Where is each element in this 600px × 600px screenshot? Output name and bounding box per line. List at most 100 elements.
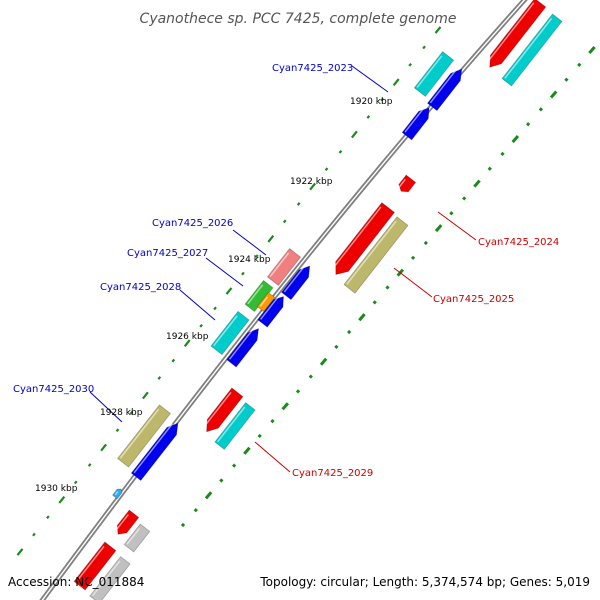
gene-red-2024 <box>398 174 417 193</box>
gene-khaki-2025 <box>343 216 409 294</box>
scale-dot <box>295 389 301 394</box>
scale-dot <box>392 78 400 87</box>
gene-cyan-2023-shape <box>413 51 455 97</box>
gene-orange-2027-shine <box>259 296 269 307</box>
scale-dot <box>366 115 371 119</box>
gene-red-bottom-shine <box>115 513 129 531</box>
gene-small-1930-shape <box>111 488 123 500</box>
scale-dot <box>204 491 213 500</box>
scale-dot <box>462 196 467 201</box>
gene-blue-2023-b <box>401 107 430 141</box>
scale-dot <box>142 391 149 400</box>
gene-features <box>73 0 563 600</box>
gene-red-large-shine <box>331 206 382 270</box>
scale-dot <box>46 515 50 520</box>
leader-line <box>437 211 477 241</box>
scale-dot <box>100 443 107 452</box>
gene-khaki-2025-shape <box>343 216 409 294</box>
gene-red-top-right <box>486 0 547 68</box>
scale-dot <box>87 463 92 467</box>
scale-dot <box>351 130 358 139</box>
gene-blue-2027-shine <box>260 296 279 320</box>
gene-grey-bottom-large <box>89 556 131 600</box>
scale-dot <box>423 240 428 246</box>
gene-label-cyan7425-2024[interactable]: Cyan7425_2024 <box>478 237 559 248</box>
gene-label-cyan7425-2028[interactable]: Cyan7425_2028 <box>100 282 181 293</box>
scale-dot <box>324 167 329 172</box>
leader-line <box>254 441 291 473</box>
leader-line <box>205 257 244 287</box>
gene-red-bottom-large-shape <box>73 541 117 591</box>
gene-grey-bottom-shine <box>126 527 140 545</box>
leader-line <box>393 267 433 298</box>
scale-dot <box>270 418 275 424</box>
gene-label-cyan7425-2026[interactable]: Cyan7425_2026 <box>152 218 233 229</box>
gene-red-bottom-large <box>73 541 117 591</box>
gene-salmon-2026 <box>266 247 302 287</box>
scale-dot <box>241 271 245 276</box>
scale-dot <box>58 495 66 504</box>
gene-small-1930-shine <box>114 491 119 496</box>
gene-label-cyan7425-2029[interactable]: Cyan7425_2029 <box>292 468 373 479</box>
gene-label-cyan7425-2030[interactable]: Cyan7425_2030 <box>13 384 94 395</box>
gene-label-cyan7425-2023[interactable]: Cyan7425_2023 <box>272 63 353 74</box>
gene-grey-bottom-shape <box>123 523 151 553</box>
gene-blue-2030-shape <box>130 422 179 482</box>
gene-orange-2027-shape <box>256 291 276 313</box>
scale-dot <box>538 107 543 112</box>
scale-dot <box>73 480 78 485</box>
gene-salmon-2026-shape <box>266 247 302 287</box>
gene-red-top-right-shine <box>486 2 535 64</box>
scale-dot <box>338 149 343 154</box>
gene-salmon-2026-shine <box>269 252 290 277</box>
gene-red-bottom-large-shine <box>76 545 105 582</box>
scale-dot <box>434 26 442 34</box>
scale-dot <box>309 182 316 191</box>
gene-blue-2027 <box>257 296 284 328</box>
gene-blue-2028-shine <box>228 328 254 360</box>
scale-dot <box>549 90 558 99</box>
scale-dot <box>380 97 385 102</box>
gene-blue-2030 <box>130 422 179 482</box>
genome-backbone <box>39 0 528 600</box>
scale-dot <box>32 532 36 537</box>
gene-label-cyan7425-2025[interactable]: Cyan7425_2025 <box>433 294 514 305</box>
gene-khaki-2030-shape <box>116 404 172 468</box>
gene-cyan-2028-shine <box>213 315 238 347</box>
gene-green-2027-shine <box>247 284 264 305</box>
gene-red-2029-shine <box>203 391 232 428</box>
gene-cyan-2029-shape <box>214 402 256 450</box>
scale-dot <box>171 358 176 363</box>
scale-dot <box>180 522 186 528</box>
scale-dot <box>257 433 262 439</box>
tick-label-1922: 1922 kbp <box>290 177 333 187</box>
scale-dot <box>255 254 259 259</box>
scale-dot <box>422 45 426 50</box>
scale-dot <box>319 357 328 366</box>
gene-blue-2023-a <box>426 68 463 112</box>
gene-cyan-2029-shine <box>217 406 246 443</box>
gene-red-2029-shape <box>206 387 244 433</box>
scale-dot <box>308 374 313 379</box>
gene-grey-bottom-large-shine <box>92 560 121 597</box>
scale-dot <box>434 224 443 233</box>
gene-blue-2023-b-shape <box>401 107 430 141</box>
scale-dot <box>577 62 582 67</box>
scale-dot <box>267 234 275 243</box>
gene-green-2027 <box>244 279 274 313</box>
leader-line <box>89 391 123 423</box>
scale-dot <box>199 323 203 328</box>
gene-green-2027-shape <box>244 279 274 313</box>
scale-dot <box>225 287 233 295</box>
scale-dot <box>213 306 217 311</box>
gene-label-cyan7425-2027[interactable]: Cyan7425_2027 <box>127 248 208 259</box>
gene-blue-2026-shine <box>283 266 305 293</box>
accession-text: Accession: NC_011884 <box>8 575 144 589</box>
scale-dot <box>281 402 289 411</box>
gene-red-2024-shape <box>398 174 417 193</box>
scale-dot <box>487 166 492 171</box>
scale-dot <box>511 135 520 144</box>
gene-blue-2028-shape <box>226 328 260 368</box>
scale-dot <box>129 410 134 415</box>
gene-cyan-top-right <box>501 13 563 87</box>
